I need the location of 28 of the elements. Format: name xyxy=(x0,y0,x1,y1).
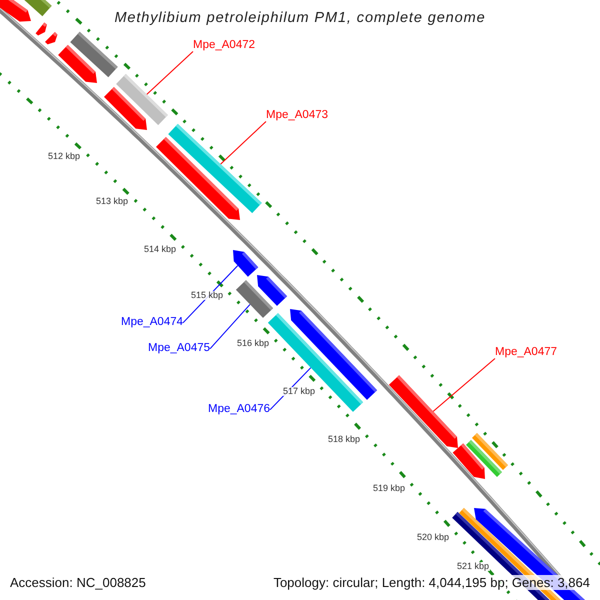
leader-line xyxy=(146,51,194,95)
gene-feature xyxy=(168,124,262,214)
scale-label: 512 kbp xyxy=(47,152,82,161)
footer-text: Topology: circular; Length: 4,044,195 bp; Genes: 3,864 xyxy=(273,575,590,590)
gene-feature xyxy=(116,74,168,126)
gene-feature xyxy=(236,280,274,318)
gene-feature xyxy=(233,250,258,277)
gene-label: Mpe_A0477 xyxy=(495,347,558,358)
scale-label: 518 kbp xyxy=(327,435,362,444)
scale-label: 521 kbp xyxy=(456,562,490,571)
gene-label: Mpe_A0472 xyxy=(193,40,256,52)
scale-label: 515 kbp xyxy=(190,291,224,300)
gene-label: Mpe_A0474 xyxy=(121,317,184,328)
gene-label: Mpe_A0473 xyxy=(266,110,328,122)
leader-line xyxy=(432,358,496,412)
gene-feature xyxy=(388,375,458,448)
scale-label: 519 kbp xyxy=(372,484,406,493)
footer-text: Accession: NC_008825 xyxy=(10,575,146,590)
scale-label: 513 kbp xyxy=(95,197,130,206)
leader-line xyxy=(220,121,266,165)
scale-label: 517 kbp xyxy=(282,387,316,396)
title: Methylibium petroleiphilum PM1, complete genome xyxy=(114,10,486,26)
gene-label: Mpe_A0475 xyxy=(148,343,210,354)
scale-label: 514 kbp xyxy=(143,245,178,254)
leader-line xyxy=(210,304,250,350)
scale-label: 516 kbp xyxy=(236,339,270,348)
scale-label: 520 kbp xyxy=(416,533,450,542)
gene-label: Mpe_A0476 xyxy=(208,404,270,416)
